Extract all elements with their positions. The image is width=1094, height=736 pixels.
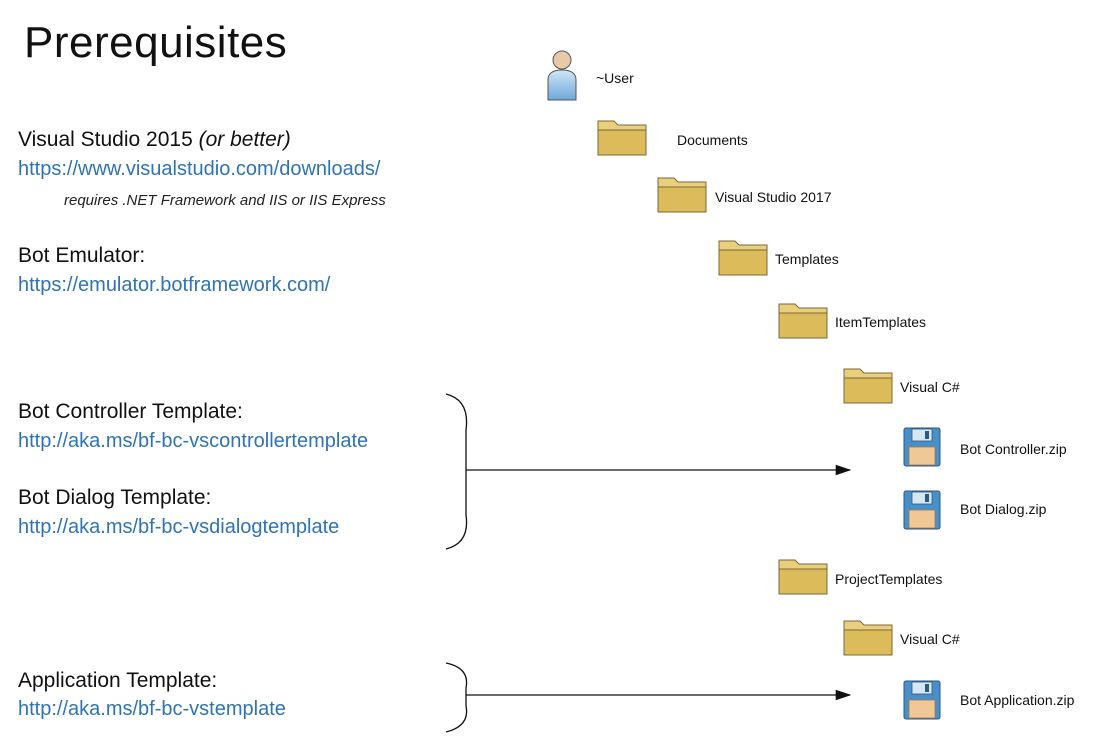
tree-label-vs2017: Visual Studio 2017: [715, 189, 832, 205]
tree-label-documents: Documents: [677, 132, 748, 148]
folder-icon: [657, 173, 707, 218]
floppy-disk-icon: [903, 680, 941, 725]
dialog-template-heading: Bot Dialog Template:: [18, 486, 212, 509]
vs-heading-suffix: (or better): [198, 128, 291, 151]
controller-template-heading: Bot Controller Template:: [18, 400, 243, 423]
dialog-template-link[interactable]: http://aka.ms/bf-bc-vsdialogtemplate: [18, 516, 340, 538]
vs-heading-text: Visual Studio 2015: [18, 128, 193, 151]
folder-icon: [718, 236, 768, 281]
user-icon: [545, 48, 579, 107]
application-bracket: [445, 662, 468, 733]
application-template-heading: Application Template:: [18, 669, 218, 692]
application-template-link[interactable]: http://aka.ms/bf-bc-vstemplate: [18, 698, 286, 720]
tree-label-user: ~User: [596, 70, 634, 86]
vs-heading: Visual Studio 2015 (or better): [18, 128, 291, 152]
tree-label-visual-cs-1: Visual C#: [900, 379, 960, 395]
folder-icon: [778, 555, 828, 600]
emulator-heading: Bot Emulator:: [18, 244, 146, 267]
tree-label-templates: Templates: [775, 251, 839, 267]
controller-dialog-bracket: [445, 393, 468, 550]
vs-requirements-note: requires .NET Framework and IIS or IIS E…: [64, 192, 386, 209]
tree-label-bot-controller-zip: Bot Controller.zip: [960, 441, 1067, 457]
tree-label-bot-application-zip: Bot Application.zip: [960, 692, 1075, 708]
folder-icon: [843, 364, 893, 409]
controller-template-link[interactable]: http://aka.ms/bf-bc-vscontrollertemplate: [18, 430, 369, 452]
folder-icon: [597, 116, 647, 161]
tree-label-item-templates: ItemTemplates: [835, 314, 927, 330]
folder-icon: [778, 299, 828, 344]
vs-download-link[interactable]: https://www.visualstudio.com/downloads/: [18, 158, 381, 180]
tree-label-project-templates: ProjectTemplates: [835, 571, 943, 587]
floppy-disk-icon: [903, 490, 941, 535]
floppy-disk-icon: [903, 427, 941, 472]
tree-label-bot-dialog-zip: Bot Dialog.zip: [960, 501, 1047, 517]
page-title: Prerequisites: [24, 18, 288, 67]
emulator-link[interactable]: https://emulator.botframework.com/: [18, 274, 331, 296]
folder-icon: [843, 616, 893, 661]
tree-label-visual-cs-2: Visual C#: [900, 631, 960, 647]
